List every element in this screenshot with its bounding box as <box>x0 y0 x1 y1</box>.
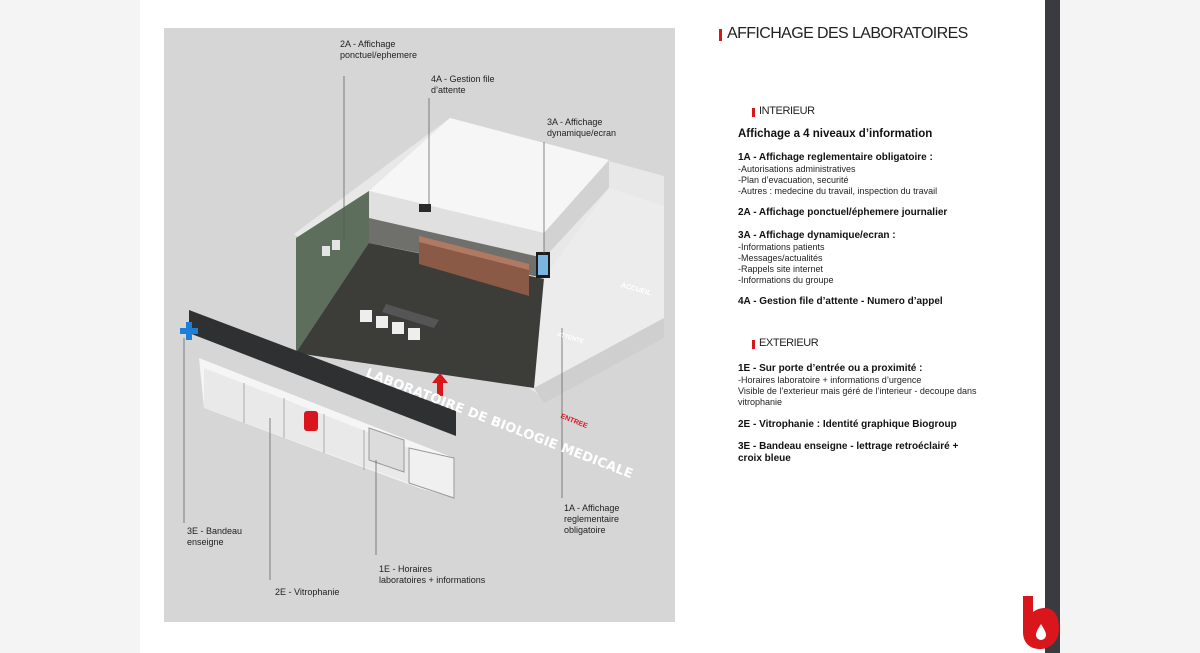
item-line: -Rappels site internet <box>738 264 824 274</box>
reception-desk <box>419 240 529 296</box>
item-3a: 3A - Affichage dynamique/ecran : -Inform… <box>738 230 1013 286</box>
desk-top <box>419 236 529 270</box>
item-3e: 3E - Bandeau enseigne - lettrage retroéc… <box>738 441 1013 465</box>
callout-1e: 1E - Horaires laboratoires + information… <box>379 564 486 585</box>
chair <box>408 328 420 340</box>
interior-heading: INTERIEUR <box>759 105 815 117</box>
brand-mark-icon <box>304 411 318 431</box>
item-title: 3A - Affichage dynamique/ecran : <box>738 230 896 241</box>
callout-2e: 2E - Vitrophanie <box>275 587 340 597</box>
wall-front-edge <box>534 318 664 403</box>
title-accent-bar <box>719 29 722 41</box>
ceiling-edge <box>369 191 544 258</box>
brand-logo-icon <box>1023 596 1059 649</box>
item-title: 2E - Vitrophanie : Identité graphique Bi… <box>738 419 957 430</box>
ceiling-side <box>544 160 609 258</box>
item-1e: 1E - Sur porte d’entrée ou a proximité :… <box>738 363 1013 408</box>
queue-display <box>419 204 431 212</box>
door-notice-panel <box>368 427 405 473</box>
item-title: 2A - Affichage ponctuel/éphemere journal… <box>738 207 948 218</box>
page-title: AFFICHAGE DES LABORATOIRES <box>727 25 968 42</box>
wall-notice <box>332 240 340 250</box>
chair <box>376 316 388 328</box>
item-title: 3E - Bandeau enseigne - lettrage retroéc… <box>738 441 959 452</box>
item-line: -Horaires laboratoire + informations d’u… <box>738 375 922 385</box>
item-title-continued: croix bleue <box>738 453 791 464</box>
item-2e: 2E - Vitrophanie : Identité graphique Bi… <box>738 419 1013 431</box>
lab-3d-drawing <box>180 76 664 580</box>
callout-3a: 3A - Affichage dynamique/ecran <box>547 117 617 138</box>
item-line: -Informations du groupe <box>738 275 834 285</box>
item-2a: 2A - Affichage ponctuel/éphemere journal… <box>738 207 1013 219</box>
item-line: -Messages/actualités <box>738 253 823 263</box>
lab-illustration: LABORATOIRE DE BIOLOGIE MEDICALE ACCUEIL… <box>164 28 675 622</box>
chair <box>360 310 372 322</box>
blue-cross-icon <box>180 322 198 340</box>
item-title: 4A - Gestion file d’attente - Numero d’a… <box>738 296 943 307</box>
callout-2a: 2A - Affichage ponctuel/ephemere <box>340 39 418 60</box>
item-title: 1E - Sur porte d’entrée ou a proximité : <box>738 363 923 374</box>
item-line: -Autorisations administratives <box>738 164 856 174</box>
wall-notice <box>322 246 330 256</box>
item-line: -Plan d’evacuation, securité <box>738 175 849 185</box>
callout-4a: 4A - Gestion file d’attente <box>431 74 495 95</box>
display-screen-content <box>538 255 548 275</box>
right-sidebar-bar <box>1045 0 1060 653</box>
sign-band <box>189 310 456 436</box>
item-line: Visible de l’exterieur mais géré de l’in… <box>738 386 977 396</box>
item-line: -Autres : medecine du travail, inspectio… <box>738 186 938 196</box>
waiting-banner <box>382 304 439 328</box>
chair <box>392 322 404 334</box>
item-line: -Informations patients <box>738 242 825 252</box>
callout-1a: 1A - Affichage reglementaire obligatoire <box>564 503 620 535</box>
exterior-accent-bar <box>752 340 755 349</box>
item-4a: 4A - Gestion file d’attente - Numero d’a… <box>738 296 1013 308</box>
item-1a: 1A - Affichage reglementaire obligatoire… <box>738 152 1013 197</box>
interior-lead: Affichage a 4 niveaux d’information <box>738 128 933 140</box>
interior-accent-bar <box>752 108 755 117</box>
exterior-heading: EXTERIEUR <box>759 337 819 349</box>
item-line: vitrophanie <box>738 397 783 407</box>
green-wall <box>296 191 369 353</box>
entrance-door <box>408 447 455 499</box>
callout-3e: 3E - Bandeau enseigne <box>187 526 243 547</box>
entry-arrow-icon <box>432 373 448 396</box>
item-title: 1A - Affichage reglementaire obligatoire… <box>738 152 933 163</box>
